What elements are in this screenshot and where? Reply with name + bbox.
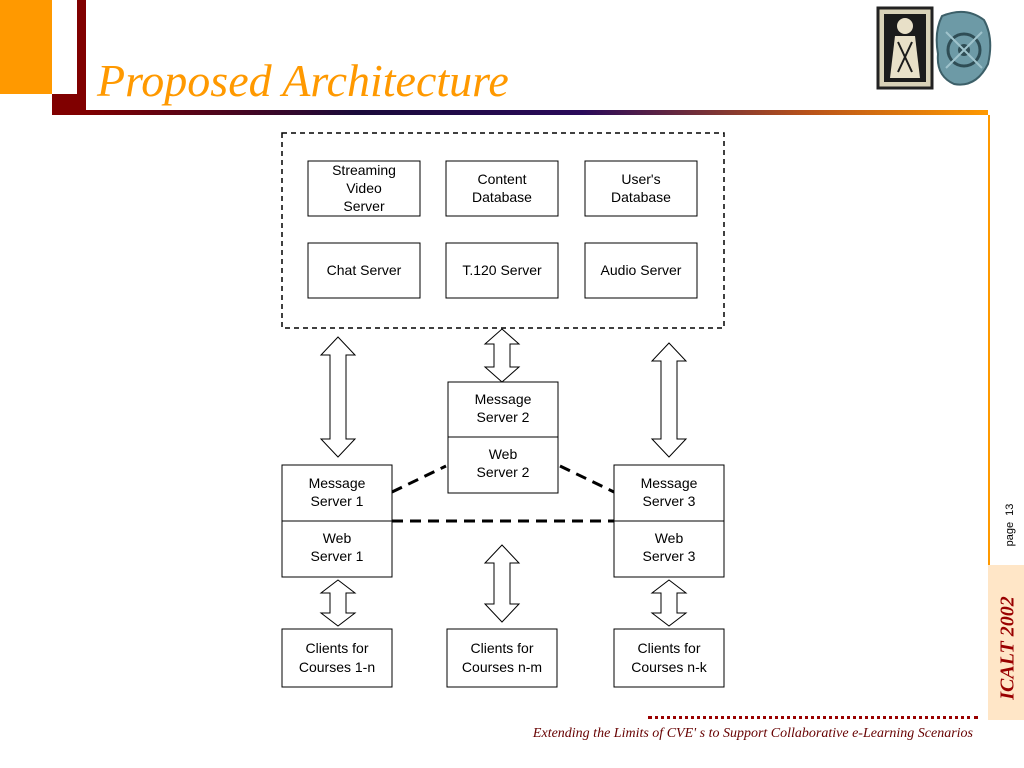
server-node-1: Message Server 1 Web Server 1: [281, 464, 393, 578]
conference-banner: [988, 565, 1024, 720]
content-database: Content Database: [445, 160, 559, 217]
node-label: Video: [346, 180, 382, 196]
web-server-label: Web: [655, 530, 684, 546]
conference-logos: [876, 6, 992, 90]
web-server-label: Server 2: [477, 464, 530, 480]
node-label: Chat Server: [327, 262, 402, 278]
server-node-2: Message Server 2 Web Server 2: [447, 381, 559, 494]
message-server-label: Server 1: [311, 493, 364, 509]
accent-corner-maroon: [52, 94, 86, 115]
message-server-label: Message: [641, 475, 698, 491]
node-label: Database: [472, 189, 532, 205]
web-server-label: Web: [323, 530, 352, 546]
client-label: Clients for: [637, 640, 700, 656]
web-server-label: Web: [489, 446, 518, 462]
message-server-label: Message: [309, 475, 366, 491]
client-label: Courses n-k: [631, 659, 707, 675]
node-label: Server: [343, 198, 385, 214]
accent-bar-maroon: [77, 0, 86, 115]
link-server-1-to-2: [391, 464, 447, 494]
page-indicator: page 13: [1004, 504, 1016, 547]
arrow-cluster-to-server-2: [483, 328, 521, 383]
message-server-label: Server 2: [477, 409, 530, 425]
clients-courses-n-k: Clients for Courses n-k: [613, 628, 725, 688]
message-server-label: Server 3: [643, 493, 696, 509]
footer-divider: [648, 716, 978, 719]
node-label: Audio Server: [601, 262, 682, 278]
client-label: Courses 1-n: [299, 659, 375, 675]
audio-server: Audio Server: [584, 242, 698, 299]
server-cluster-boundary: [281, 132, 725, 329]
node-label: Content: [477, 171, 526, 187]
chat-server: Chat Server: [307, 242, 421, 299]
page-number: 13: [1004, 503, 1016, 516]
link-server-2-to-3: [559, 464, 615, 494]
web-server-label: Server 3: [643, 548, 696, 564]
client-label: Clients for: [470, 640, 533, 656]
server-node-3: Message Server 3 Web Server 3: [613, 464, 725, 578]
arrow-server-3-to-clients: [650, 579, 688, 627]
conference-label: ICALT 2002: [996, 596, 1019, 700]
slide-title: Proposed Architecture: [97, 55, 509, 106]
message-server-label: Message: [475, 391, 532, 407]
streaming-video-server: Streaming Video Server: [307, 160, 421, 217]
clients-courses-1-n: Clients for Courses 1-n: [281, 628, 393, 688]
node-label: Streaming: [332, 162, 396, 178]
arrow-clients-to-server-3-link: [483, 544, 521, 623]
right-divider: [988, 115, 990, 565]
saint-icon: [876, 6, 934, 90]
title-divider: [86, 110, 988, 115]
client-label: Clients for: [305, 640, 368, 656]
arrow-cluster-to-server-3: [650, 342, 688, 458]
arrow-server-1-to-clients: [319, 579, 357, 627]
arrow-cluster-to-server-1: [319, 336, 357, 458]
web-server-label: Server 1: [311, 548, 364, 564]
node-label: User's: [621, 171, 660, 187]
client-label: Courses n-m: [462, 659, 542, 675]
users-database: User's Database: [584, 160, 698, 217]
footer-caption: Extending the Limits of CVE' s to Suppor…: [532, 726, 973, 741]
page-label: page: [1004, 521, 1016, 547]
mechanism-icon: [935, 10, 992, 86]
clients-courses-n-m: Clients for Courses n-m: [446, 628, 558, 688]
t120-server: T.120 Server: [445, 242, 559, 299]
accent-block-orange: [0, 0, 52, 94]
node-label: T.120 Server: [462, 262, 542, 278]
node-label: Database: [611, 189, 671, 205]
